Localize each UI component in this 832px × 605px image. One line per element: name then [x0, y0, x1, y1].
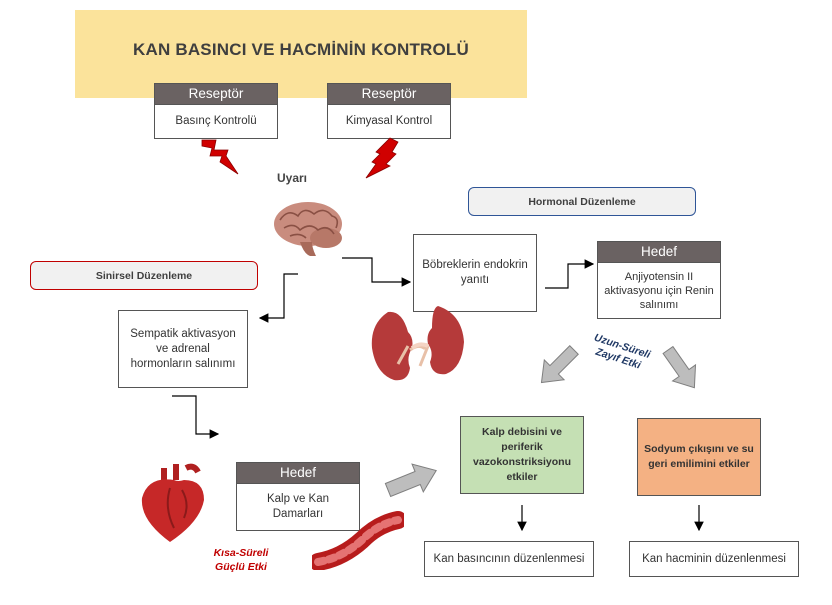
receptor-header-1: Reseptör [154, 83, 278, 105]
sodium-reabsorption-box: Sodyum çıkışını ve su geri emilimini etk… [637, 418, 761, 496]
receptor-pressure-text: Basınç Kontrolü [175, 115, 257, 127]
arrow-sympathetic-to-target [172, 395, 220, 439]
short-term-effect-label: Kısa-Süreli Güçlü Etki [213, 547, 269, 573]
block-arrow-neural-to-green [384, 463, 437, 498]
blood-vessel-icon [312, 511, 404, 570]
blood-pressure-regulation-box: Kan basıncının düzenlenmesi [424, 541, 594, 577]
receptor-header-2: Reseptör [327, 83, 451, 105]
kidneys-icon [371, 306, 464, 381]
brain-icon [274, 202, 342, 256]
title-banner [75, 10, 527, 98]
lightning-bolt-icon [201, 139, 239, 175]
stimulus-label: Uyarı [277, 171, 308, 185]
target-neural-text: Kalp ve Kan Damarları [266, 493, 329, 520]
blood-volume-regulation-text: Kan hacminin düzenlenmesi [642, 552, 786, 565]
sodium-reabsorption-text: Sodyum çıkışını ve su geri emilimini etk… [644, 443, 754, 470]
target-neural-box: Kalp ve Kan Damarları [236, 483, 360, 531]
blood-pressure-regulation-text: Kan basıncının düzenlenmesi [433, 552, 585, 565]
heart-icon [141, 463, 204, 542]
receptor-pressure-box: Basınç Kontrolü [154, 104, 278, 139]
kidney-response-text: Böbreklerin endokrin yanıtı [422, 259, 528, 286]
target-header-neural: Hedef [236, 462, 360, 484]
block-arrow-to-orange [662, 345, 697, 389]
cardiac-output-text: Kalp debisini ve periferik vazokonstriks… [472, 426, 572, 483]
sympathetic-activation-text: Sempatik aktivasyon ve adrenal hormonlar… [130, 327, 236, 370]
receptor-chemical-box: Kimyasal Kontrol [327, 104, 451, 139]
target-hormonal-text: Anjiyotensin II aktivasyonu için Renin s… [604, 270, 714, 311]
page-title: KAN BASINCI VE HACMİNİN KONTROLÜ [132, 40, 469, 59]
arrow-kidney-to-target [545, 259, 595, 289]
target-hormonal-box: Anjiyotensin II aktivasyonu için Renin s… [597, 262, 721, 319]
hormonal-regulation-label: Hormonal Düzenleme [468, 187, 696, 216]
neural-regulation-label: Sinirsel Düzenleme [30, 261, 258, 290]
lightning-bolt-icon [365, 137, 399, 179]
sympathetic-activation-box: Sempatik aktivasyon ve adrenal hormonlar… [118, 310, 248, 388]
block-arrow-to-green [540, 345, 579, 384]
blood-volume-regulation-box: Kan hacminin düzenlenmesi [629, 541, 799, 577]
arrow-brain-to-kidney [342, 257, 412, 287]
receptor-chemical-text: Kimyasal Kontrol [345, 115, 433, 127]
arrow-brain-to-sympathetic [258, 273, 298, 323]
cardiac-output-box: Kalp debisini ve periferik vazokonstriks… [460, 416, 584, 494]
kidney-response-box: Böbreklerin endokrin yanıtı [413, 234, 537, 312]
